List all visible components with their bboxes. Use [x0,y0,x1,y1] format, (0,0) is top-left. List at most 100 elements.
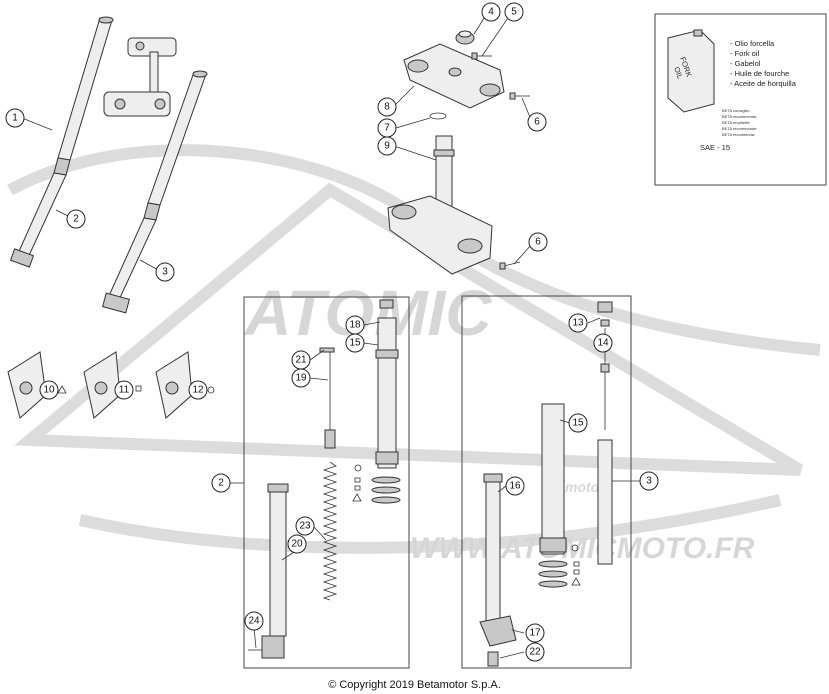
callout-10: 10 [39,380,59,400]
callout-23: 23 [295,516,315,536]
lower-triple-clamp-stem [387,135,493,275]
left-leg-exploded-frame [243,296,410,669]
watermark-sub: moto [565,479,600,495]
svg-text:7: 7 [384,123,390,134]
triple-clamp-left [103,37,177,117]
fork-guard-10 [7,351,47,419]
callout-19: 19 [291,368,311,388]
oil-line-4: - Huile de fourche [730,69,789,78]
cap-13 [597,301,613,327]
right-leg-exploded-frame [461,295,632,669]
oil-small-line-4: BETA recommande: [722,126,758,131]
oil-line-3: - Gabelol [730,59,761,68]
svg-text:3: 3 [646,476,652,487]
svg-text:4: 4 [488,7,494,18]
callout-21: 21 [291,350,311,370]
svg-text:6: 6 [534,117,540,128]
fork-guard-12 [155,351,193,419]
svg-text:15: 15 [572,418,584,429]
copyright-notice: © Copyright 2019 Betamotor S.p.A. [328,679,501,691]
callouts: 1 2 3 4 5 6 7 8 9 6 10 11 12 18 15 21 19… [5,2,659,662]
callout-3: 3 [155,262,175,282]
callout-6-upper: 6 [527,112,547,132]
callout-4: 4 [481,2,501,22]
oring-7 [429,112,447,120]
steering-nut [455,30,475,45]
callout-3-right-frame: 3 [639,471,659,491]
watermark-url: WWW.ATOMICMOTO.FR [410,532,755,565]
spring-23 [322,461,338,601]
svg-text:2: 2 [73,214,79,225]
upper-triple-clamp [403,43,505,109]
oil-line-1: - Olio forcella [730,39,775,48]
svg-text:19: 19 [295,373,307,384]
svg-text:2: 2 [218,478,224,489]
callout-5: 5 [504,2,524,22]
bolt-6-lower [499,261,521,270]
oil-small-line-3: BETA empfiehlt: [722,120,750,125]
right-seals [538,544,581,588]
watermark-brand: ATOMIC [243,277,492,349]
callout-14: 14 [593,333,613,353]
svg-text:23: 23 [299,521,311,532]
callout-16: 16 [505,476,525,496]
svg-text:17: 17 [529,628,541,639]
svg-text:20: 20 [291,539,303,550]
svg-text:1: 1 [12,113,18,124]
callout-15-left: 15 [345,333,365,353]
cartridge-rod-19 [319,347,336,449]
watermark-triangle [14,182,804,476]
callout-11: 11 [114,380,134,400]
inner-tube-16 [479,473,517,667]
callout-22: 22 [525,642,545,662]
callout-1: 1 [5,108,25,128]
damper-rod-14 [597,328,613,565]
svg-text:10: 10 [43,385,55,396]
bolt-6-upper [509,92,530,100]
oil-grade: SAE - 15 [700,143,730,152]
watermark: ATOMIC moto WWW.ATOMICMOTO.FR [7,144,821,565]
bolt-5 [471,52,492,60]
callout-24: 24 [244,611,264,631]
svg-text:9: 9 [384,141,390,152]
oil-small-line-5: BETA recomienda: [722,132,755,137]
callout-12: 12 [188,380,208,400]
svg-text:5: 5 [511,7,517,18]
svg-text:13: 13 [572,318,584,329]
fork-oil-info-box: FORK OIL - Olio forcella - Fork oil - Ga… [654,13,827,186]
svg-text:16: 16 [509,481,521,492]
inner-tube-20 [248,483,289,659]
fork-leg-3 [101,70,208,314]
svg-text:12: 12 [192,385,204,396]
callout-6-lower: 6 [528,232,548,252]
svg-text:18: 18 [349,320,361,331]
svg-text:22: 22 [529,647,541,658]
oil-line-2: - Fork oil [730,49,760,58]
callout-17: 17 [525,623,545,643]
oil-small-line-2: BETA recommends: [722,114,757,119]
callout-13: 13 [568,313,588,333]
oil-line-5: - Aceite de horquilla [730,79,797,88]
outer-tube-15-left [375,299,399,469]
oil-can-label-2: OIL [672,66,685,80]
guard-symbols [57,385,215,394]
svg-text:8: 8 [384,102,390,113]
oil-small-line-1: BETA consiglia: [722,108,750,113]
left-seals [352,464,401,504]
svg-text:3: 3 [162,267,168,278]
watermark-arc [78,494,782,554]
outer-tube-15-right [539,403,567,555]
callout-2-left-frame: 2 [211,473,231,493]
callout-2: 2 [66,209,86,229]
callout-9: 9 [377,136,397,156]
svg-text:11: 11 [119,385,130,396]
svg-text:21: 21 [295,355,307,366]
svg-text:24: 24 [248,616,260,627]
svg-text:6: 6 [535,237,541,248]
callout-20: 20 [287,534,307,554]
callout-7: 7 [377,118,397,138]
fork-leg-1 [9,16,114,268]
svg-text:15: 15 [349,338,361,349]
callout-15-right: 15 [568,413,588,433]
